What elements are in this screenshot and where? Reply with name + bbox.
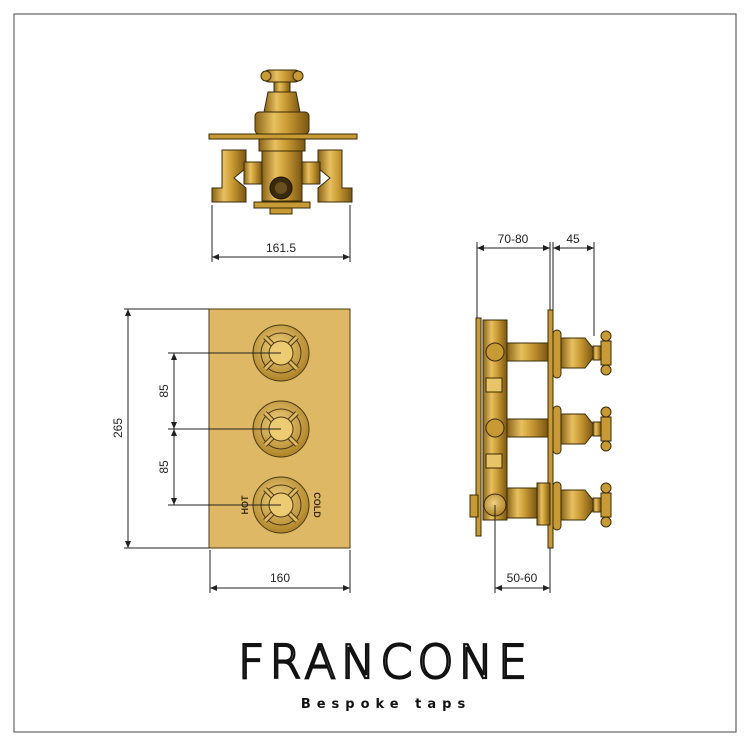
back-plate [475, 317, 482, 537]
cover-plate-edge [208, 133, 358, 140]
side-handle-2 [552, 405, 612, 455]
spacing-upper-label: 85 [157, 384, 171, 398]
spacing-lower-label: 85 [157, 460, 171, 474]
side-handle-1 [552, 329, 612, 379]
front-view: HOT COLD 265 85 85 160 [111, 308, 351, 593]
depth-label: 70-80 [498, 232, 529, 246]
side-view: 70-80 45 50-60 [469, 232, 612, 593]
brand-name: FRANCONE [238, 635, 532, 689]
top-view: 161.5 [208, 69, 358, 262]
drawing-border [13, 13, 737, 733]
outlet-label: 50-60 [507, 571, 538, 585]
front-width-label: 160 [270, 571, 290, 585]
projection-label: 45 [566, 232, 580, 246]
brand-logo: FRANCONE Bespoke taps [237, 634, 532, 712]
top-width-label: 161.5 [266, 241, 296, 255]
cold-label: COLD [312, 492, 322, 518]
side-handle-3 [552, 481, 612, 531]
height-label: 265 [111, 418, 125, 438]
brand-tagline: Bespoke taps [301, 697, 471, 712]
